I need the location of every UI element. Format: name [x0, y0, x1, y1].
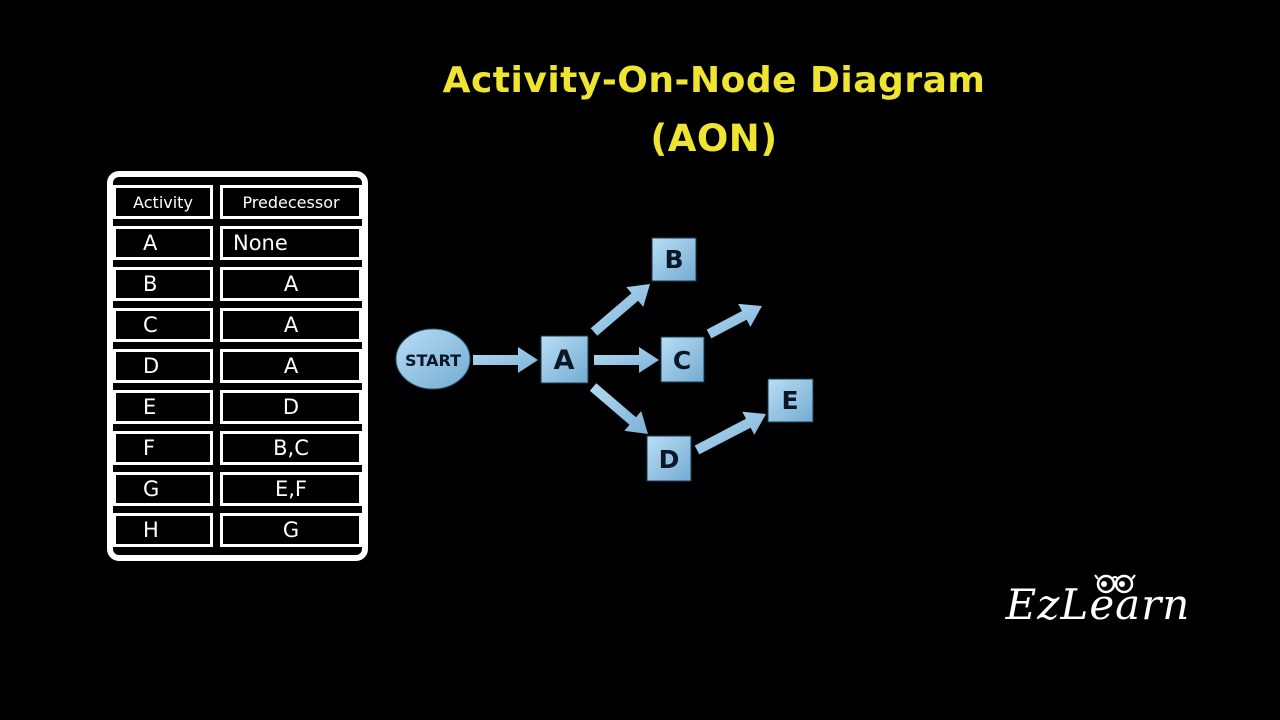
glasses-icon — [1094, 574, 1136, 594]
edge-a-to-c-arrow — [594, 347, 659, 373]
table-row: C A — [113, 308, 362, 342]
node-a-label: A — [554, 345, 575, 376]
page-title: Activity-On-Node Diagram (AON) — [434, 52, 994, 168]
edge-a-to-d-arrow — [589, 383, 648, 434]
cell-predecessor: A — [220, 308, 362, 342]
aon-diagram: START A B C D E — [395, 237, 814, 482]
cell-predecessor: A — [220, 349, 362, 383]
cell-activity: B — [113, 267, 213, 301]
node-e: E — [767, 378, 814, 423]
cell-predecessor: A — [220, 267, 362, 301]
ezlearn-logo: EzLearn — [978, 566, 1218, 646]
cell-predecessor: D — [220, 390, 362, 424]
predecessor-table: Activity Predecessor A None B A C A D A … — [107, 171, 368, 561]
node-d: D — [646, 435, 692, 482]
cell-activity: E — [113, 390, 213, 424]
cell-activity: C — [113, 308, 213, 342]
title-line-1: Activity-On-Node Diagram — [442, 60, 986, 101]
cell-activity: F — [113, 431, 213, 465]
node-c-label: C — [673, 346, 691, 375]
header-predecessor: Predecessor — [220, 185, 362, 219]
node-e-label: E — [781, 386, 798, 415]
title-line-2: (AON) — [650, 117, 778, 160]
cell-activity: D — [113, 349, 213, 383]
edge-c-outgoing-arrow — [706, 303, 762, 339]
table-row: E D — [113, 390, 362, 424]
node-b-label: B — [664, 245, 683, 274]
cell-activity: H — [113, 513, 213, 547]
table-row: B A — [113, 267, 362, 301]
node-d-label: D — [659, 445, 680, 474]
logo-text: EzLearn — [1005, 580, 1191, 629]
table-row: A None — [113, 226, 362, 260]
edge-d-to-e-arrow — [694, 411, 766, 455]
node-start: START — [395, 328, 471, 390]
node-start-label: START — [405, 351, 461, 370]
cell-activity: G — [113, 472, 213, 506]
cell-predecessor: B,C — [220, 431, 362, 465]
table-row: H G — [113, 513, 362, 547]
node-c: C — [660, 336, 705, 383]
cell-activity: A — [113, 226, 213, 260]
node-a: A — [540, 335, 589, 384]
edge-start-to-a-arrow — [473, 347, 538, 373]
table-row: G E,F — [113, 472, 362, 506]
header-activity: Activity — [113, 185, 213, 219]
cell-predecessor: G — [220, 513, 362, 547]
table-row: D A — [113, 349, 362, 383]
cell-predecessor: None — [220, 226, 362, 260]
node-b: B — [651, 237, 697, 282]
cell-predecessor: E,F — [220, 472, 362, 506]
table-header-row: Activity Predecessor — [113, 185, 362, 219]
table-row: F B,C — [113, 431, 362, 465]
edge-a-to-b-arrow — [590, 284, 650, 336]
